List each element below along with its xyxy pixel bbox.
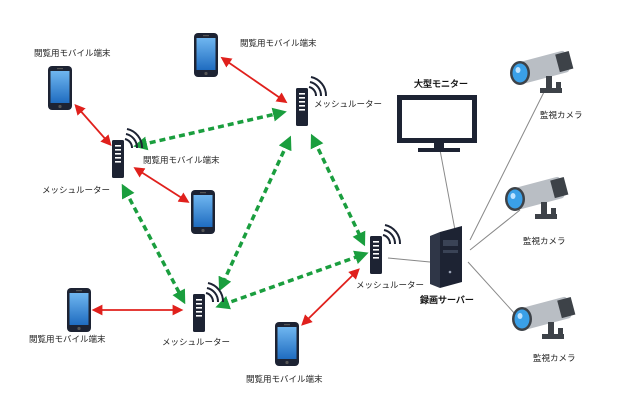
label-monitor: 大型モニター [414,78,468,90]
router-icon-bottom [192,282,225,333]
phone-icon-bottom [275,322,299,366]
label-router-bottom: メッシュルーター [162,338,230,348]
label-camera-1: 監視カメラ [540,110,583,121]
phone-link-bottom [301,268,360,326]
cable-server-camera-1 [469,89,546,241]
mesh-link-bottom-right [215,250,369,310]
phone-icon-tl [48,66,72,110]
label-phone-bl: 閲覧用モバイル端末 [29,334,106,345]
camera-icon-2 [505,176,569,219]
router-icon-left [111,128,144,179]
label-phone-bottom: 閲覧用モバイル端末 [246,374,323,385]
label-camera-2: 監視カメラ [523,236,566,247]
mesh-link-left-top [133,107,287,151]
label-router-top: メッシュルーター [314,100,382,110]
label-camera-3: 監視カメラ [533,353,576,364]
cable-server-camera-2 [469,209,521,251]
mesh-link-top-bottom [218,135,292,292]
mesh-links [121,107,369,310]
label-phone-mid: 閲覧用モバイル端末 [143,155,220,166]
label-phone-tl: 閲覧用モバイル端末 [34,48,111,59]
camera-icon-3 [512,296,576,339]
label-phone-top: 閲覧用モバイル端末 [240,38,317,49]
phone-link-mid [133,167,190,203]
label-router-left: メッシュルーター [42,186,110,196]
phone-icon-top [194,33,218,77]
phone-link-tl [74,103,112,147]
phone-icon-mid [191,190,215,234]
cable-server-monitor [439,149,456,231]
phone-icon-bl [67,288,91,332]
router-icon-right [369,224,402,275]
label-router-right: メッシュルーター [356,281,424,291]
phone-links [74,56,360,326]
monitor-icon [397,95,477,152]
mesh-link-top-right [310,133,366,247]
mesh-link-left-bottom [121,183,186,305]
label-server: 録画サーバー [420,294,474,306]
phone-link-top [220,56,288,104]
server-icon [430,226,462,288]
camera-icon-1 [510,50,574,93]
cable-router-server [387,257,431,263]
